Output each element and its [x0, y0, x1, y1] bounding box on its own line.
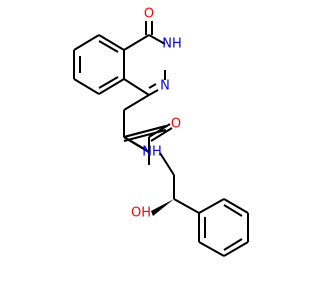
ketone-oxygen-label: O: [144, 7, 154, 22]
amide-n-chain: [148, 137, 200, 214]
benzo-ring: [73, 34, 125, 95]
wedge-bond: [151, 199, 174, 216]
phenyl-ring: [198, 198, 249, 257]
atom-labels: O NH N O NH OH: [131, 7, 182, 221]
amide-carbonyl: [148, 123, 173, 142]
ring-n-label: N: [160, 79, 170, 94]
chain-main: [123, 110, 167, 153]
hydroxyl-label: OH: [131, 206, 151, 221]
molecule-canvas: O NH N O NH OH: [73, 6, 249, 257]
amide-nh-label: NH: [142, 145, 162, 160]
pyridazinone-ring: [123, 21, 166, 96]
molecule-structure: [73, 21, 249, 257]
lactam-nh-label: NH: [162, 37, 182, 52]
amide-oxygen-label: O: [171, 117, 181, 132]
